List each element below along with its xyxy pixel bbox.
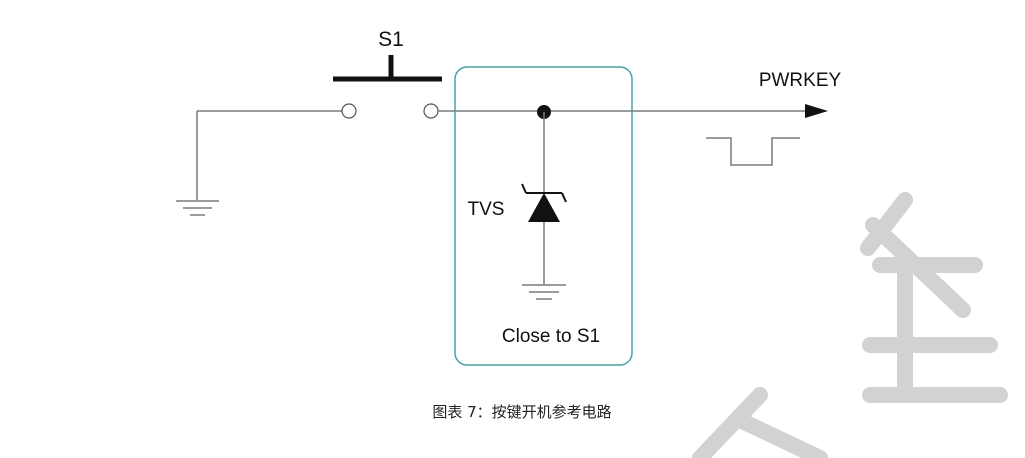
- pwrkey-arrow-icon: [805, 104, 828, 118]
- pwrkey-label: PWRKEY: [759, 70, 842, 91]
- ground-symbol-tvs: [522, 284, 566, 300]
- switch-s1: [333, 55, 442, 119]
- switch-terminal-right: [423, 103, 439, 119]
- tvs-diode-symbol: [521, 183, 567, 222]
- watermark: [692, 192, 1008, 458]
- switch-label: S1: [378, 28, 404, 51]
- figure-caption: 图表 7：按键开机参考电路: [432, 403, 611, 421]
- tvs-label: TVS: [468, 199, 505, 220]
- ground-symbol-left: [176, 111, 219, 216]
- switch-terminal-left: [341, 103, 357, 119]
- close-to-s1-box: [454, 66, 633, 366]
- pulse-waveform-icon: [706, 137, 800, 166]
- close-to-s1-label: Close to S1: [502, 326, 600, 347]
